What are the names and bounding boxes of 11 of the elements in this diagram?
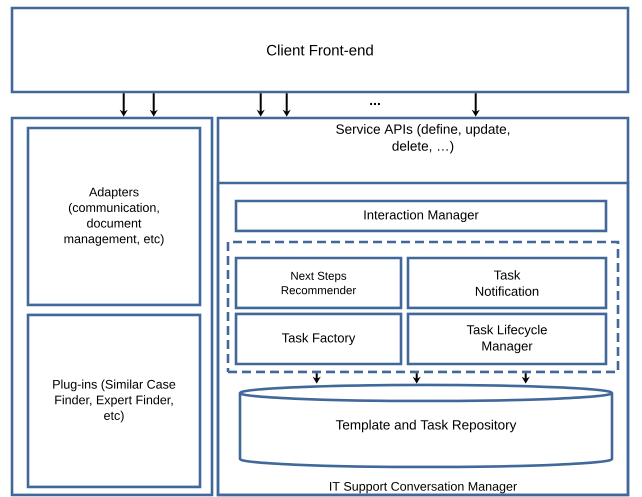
repository-cylinder: Template and Task Repository [238,384,614,468]
component-box: Next Steps Recommender [234,256,402,310]
plugin-box: Plug-ins (Similar Case Finder, Expert Finder, etc) [26,314,202,488]
component-box: Task Lifecycle Manager [406,312,608,366]
front-end-box: Client Front-end [10,6,630,94]
component-box: Task Factory [234,312,402,366]
component-box: Task Notification [406,256,608,310]
panel-box [10,116,214,496]
component-box: Interaction Manager [234,200,608,232]
group-box [226,240,620,374]
adapter-box: Adapters (communication, document management, etc) [26,126,202,306]
